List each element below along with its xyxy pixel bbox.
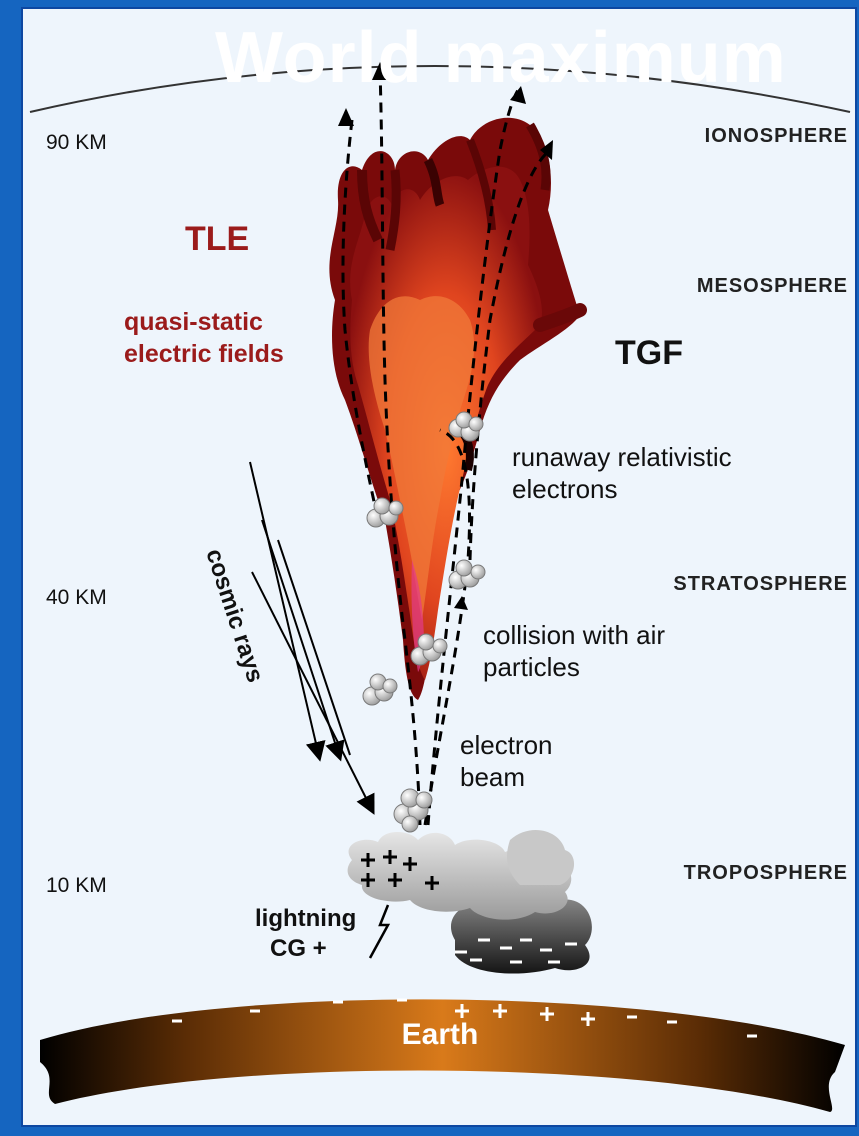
altitude-10km-label: 10 KM: [46, 874, 107, 897]
electron-beam-label-line1: electron: [460, 730, 553, 760]
quasi-static-label-line1: quasi-static: [124, 308, 263, 336]
altitude-40km-label: 40 KM: [46, 586, 107, 609]
electron-beam-label-line2: beam: [460, 762, 525, 792]
overlay-title: World maximum: [215, 22, 787, 94]
runaway-label-line2: electrons: [512, 474, 618, 504]
collision-label-line2: particles: [483, 652, 580, 682]
tgf-label: TGF: [615, 334, 683, 372]
altitude-90km-label: 90 KM: [46, 131, 107, 154]
tle-label: TLE: [185, 220, 249, 258]
troposphere-label: TROPOSPHERE: [684, 862, 848, 884]
collision-label-line1: collision with air: [483, 620, 665, 650]
ionosphere-label: IONOSPHERE: [705, 125, 848, 147]
stratosphere-label: STRATOSPHERE: [673, 573, 848, 595]
quasi-static-label-line2: electric fields: [124, 340, 284, 368]
mesosphere-label: MESOSPHERE: [697, 275, 848, 297]
lightning-label-line2: CG +: [270, 935, 327, 962]
earth-label: Earth: [402, 1018, 479, 1051]
lightning-label-line1: lightning: [255, 905, 356, 932]
runaway-label-line1: runaway relativistic: [512, 442, 732, 472]
